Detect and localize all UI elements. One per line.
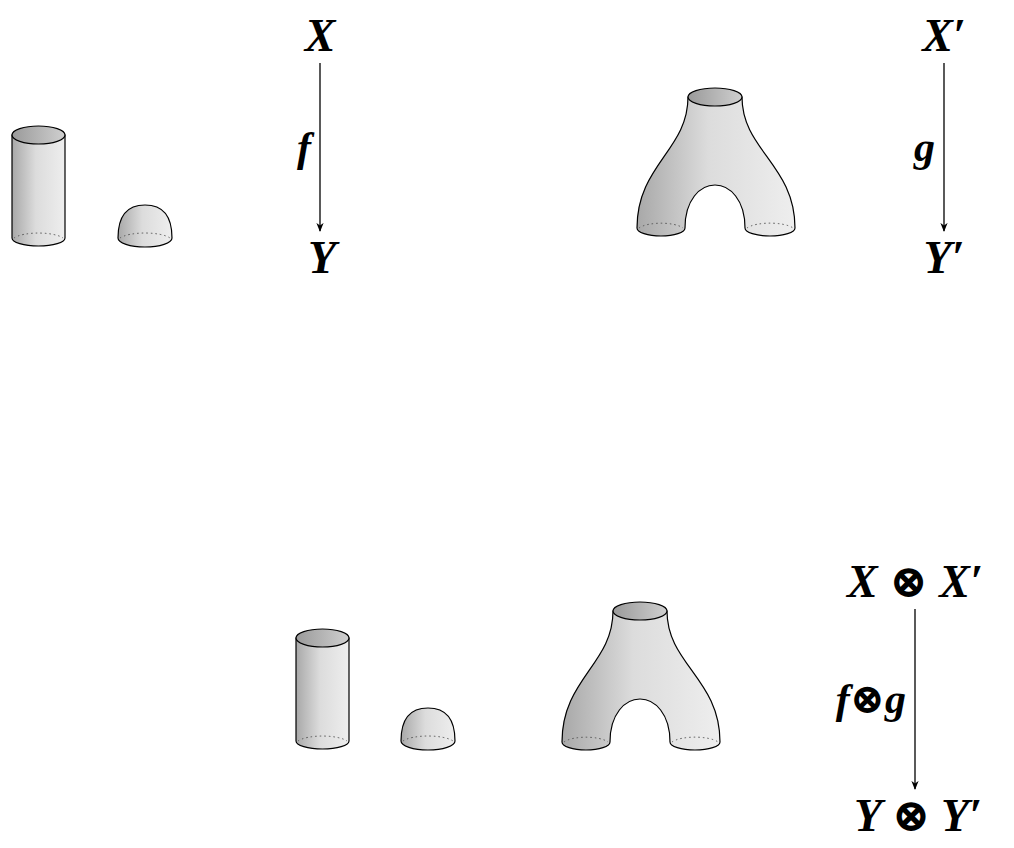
cap-cobordism <box>118 205 172 247</box>
morphism-arrow <box>914 609 915 789</box>
pants-cobordism <box>637 88 795 236</box>
object-label: X′ <box>920 13 968 59</box>
cylinder-cobordism <box>12 126 65 246</box>
object-name: Y′ <box>923 232 964 283</box>
pants-cobordism <box>562 602 720 750</box>
morphism-arrow <box>319 63 320 231</box>
object-label: X ⊗ X′ <box>845 559 985 605</box>
object-name: Y ⊗ Y′ <box>854 790 982 841</box>
object-label: X <box>303 13 338 59</box>
object-label: Y′ <box>921 235 966 281</box>
cylinder-cobordism <box>296 629 349 749</box>
morphism-label: f <box>296 126 312 168</box>
morphism-arrow <box>943 63 944 231</box>
object-name: Y <box>308 232 336 283</box>
morphism-label: f⊗g <box>835 678 907 720</box>
cap-cobordism <box>401 708 455 750</box>
object-name: X <box>305 10 336 61</box>
object-label: Y <box>306 235 338 281</box>
object-label: Y ⊗ Y′ <box>852 793 984 839</box>
object-name: X′ <box>922 10 966 61</box>
object-name: X ⊗ X′ <box>847 556 983 607</box>
morphism-label: g <box>913 126 936 168</box>
